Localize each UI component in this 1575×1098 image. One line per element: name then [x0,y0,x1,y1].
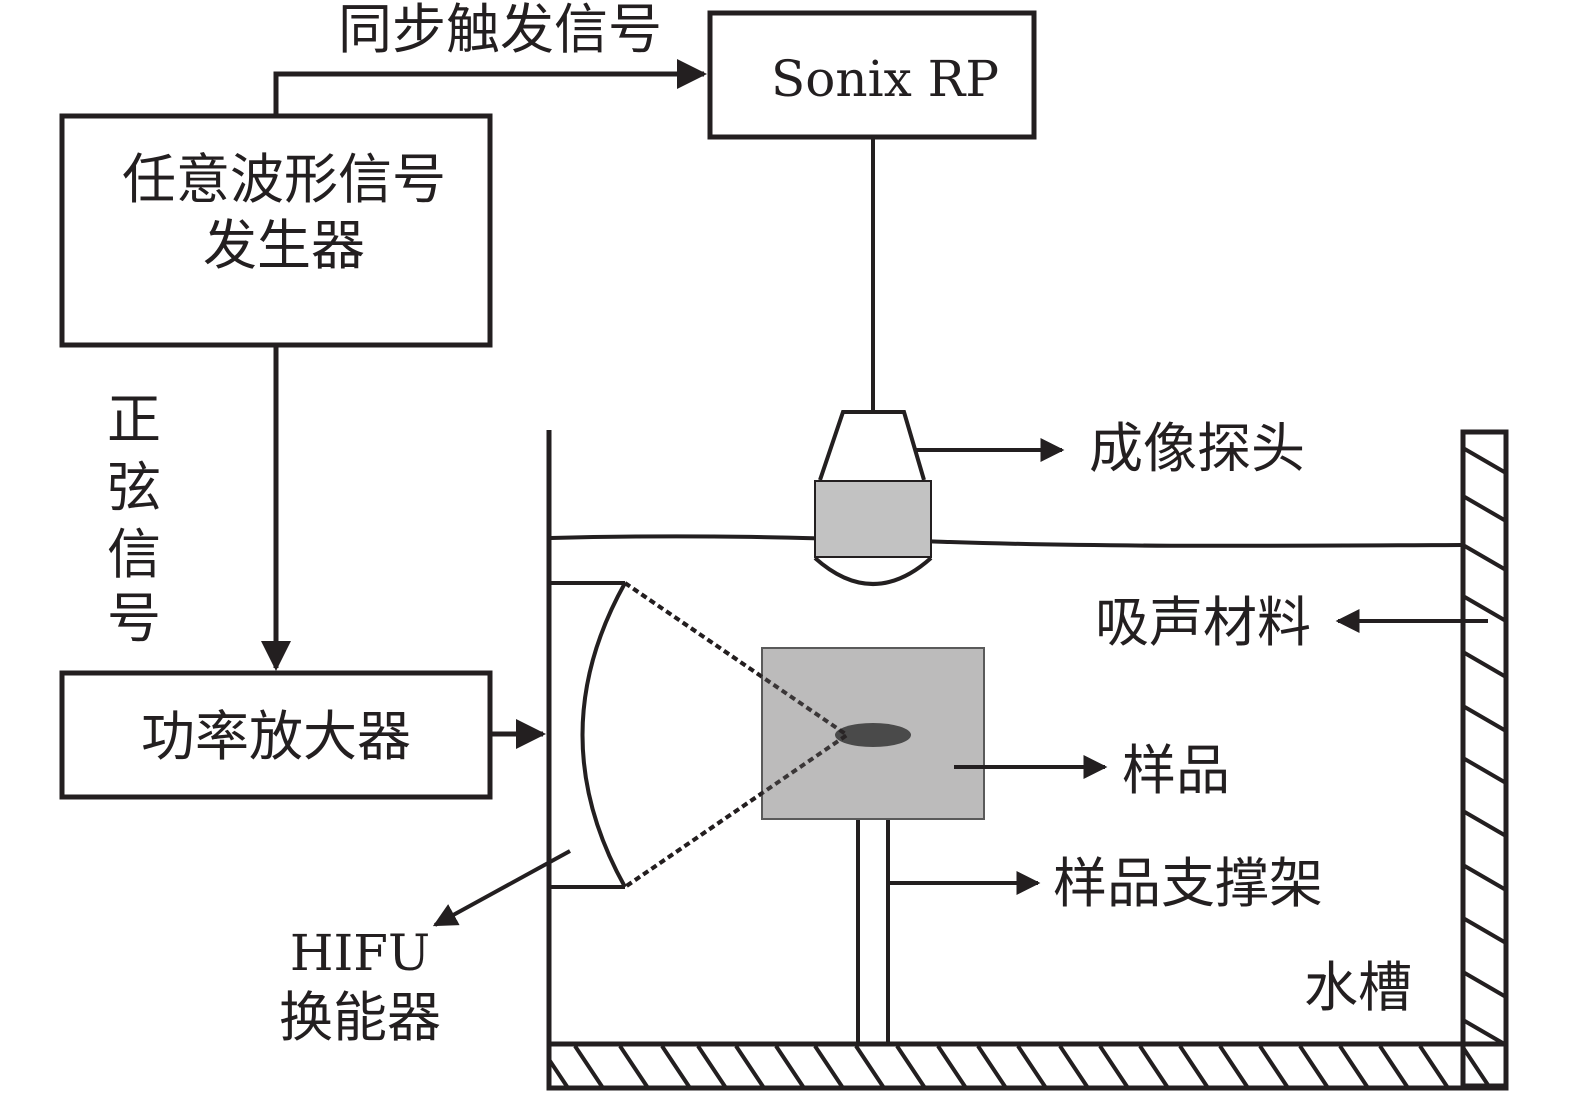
floor-hatching [549,1046,1492,1087]
sonix-box [707,10,1037,140]
awg-label-line1: 任意波形信号 [122,148,446,211]
sine-label-char-4: 号 [107,587,161,650]
amplifier-label: 功率放大器 [141,705,411,768]
node-awg: 任意波形信号 发生器 [59,113,493,348]
probe-housing [818,410,926,481]
transducer-label-line2: 换能器 [279,986,441,1049]
awg-label-line2: 发生器 [203,214,365,277]
node-amplifier: 功率放大器 [59,670,493,800]
awg-box [59,113,493,348]
water-tank: 水槽 [546,429,1509,1091]
absorber-hatched-wall [1460,429,1509,1089]
node-sonix-rp: Sonix RP [707,10,1037,140]
water-surface [550,534,1462,548]
sample: 样品 [623,581,1230,889]
hifu-transducer: HIFU 换能器 [279,581,851,1049]
tank-hatched-floor [546,1041,1509,1091]
amplifier-box [59,670,493,800]
sync-trigger-arrow [273,59,707,114]
wall-hatching [1463,446,1506,1047]
sine-label-char-2: 弦 [107,456,161,519]
edge-sync-trigger: 同步触发信号 [273,0,707,114]
tank-label: 水槽 [1304,956,1412,1019]
holder-label: 样品支撑架 [1053,852,1323,915]
probe-label: 成像探头 [1089,417,1305,480]
absorber-label: 吸声材料 [1095,591,1311,654]
transducer-label-line1: HIFU [290,924,430,982]
probe-lens [813,556,933,586]
sine-label-char-1: 正 [107,388,161,451]
edge-sine-signal: 正 弦 信 号 [107,347,291,671]
transducer-callout-arrow [432,849,571,927]
imaging-probe: 成像探头 [813,410,1305,586]
sine-label-char-3: 信 [107,523,161,586]
sample-label: 样品 [1122,739,1230,802]
transducer-bowl [580,582,627,888]
absorber-callout: 吸声材料 [1095,591,1488,654]
sync-trigger-label: 同步触发信号 [338,0,662,61]
ablation-lesion [835,723,911,747]
sample-holder: 样品支撑架 [856,820,1323,1042]
sonix-label: Sonix RP [771,50,999,108]
probe-body [814,480,932,558]
